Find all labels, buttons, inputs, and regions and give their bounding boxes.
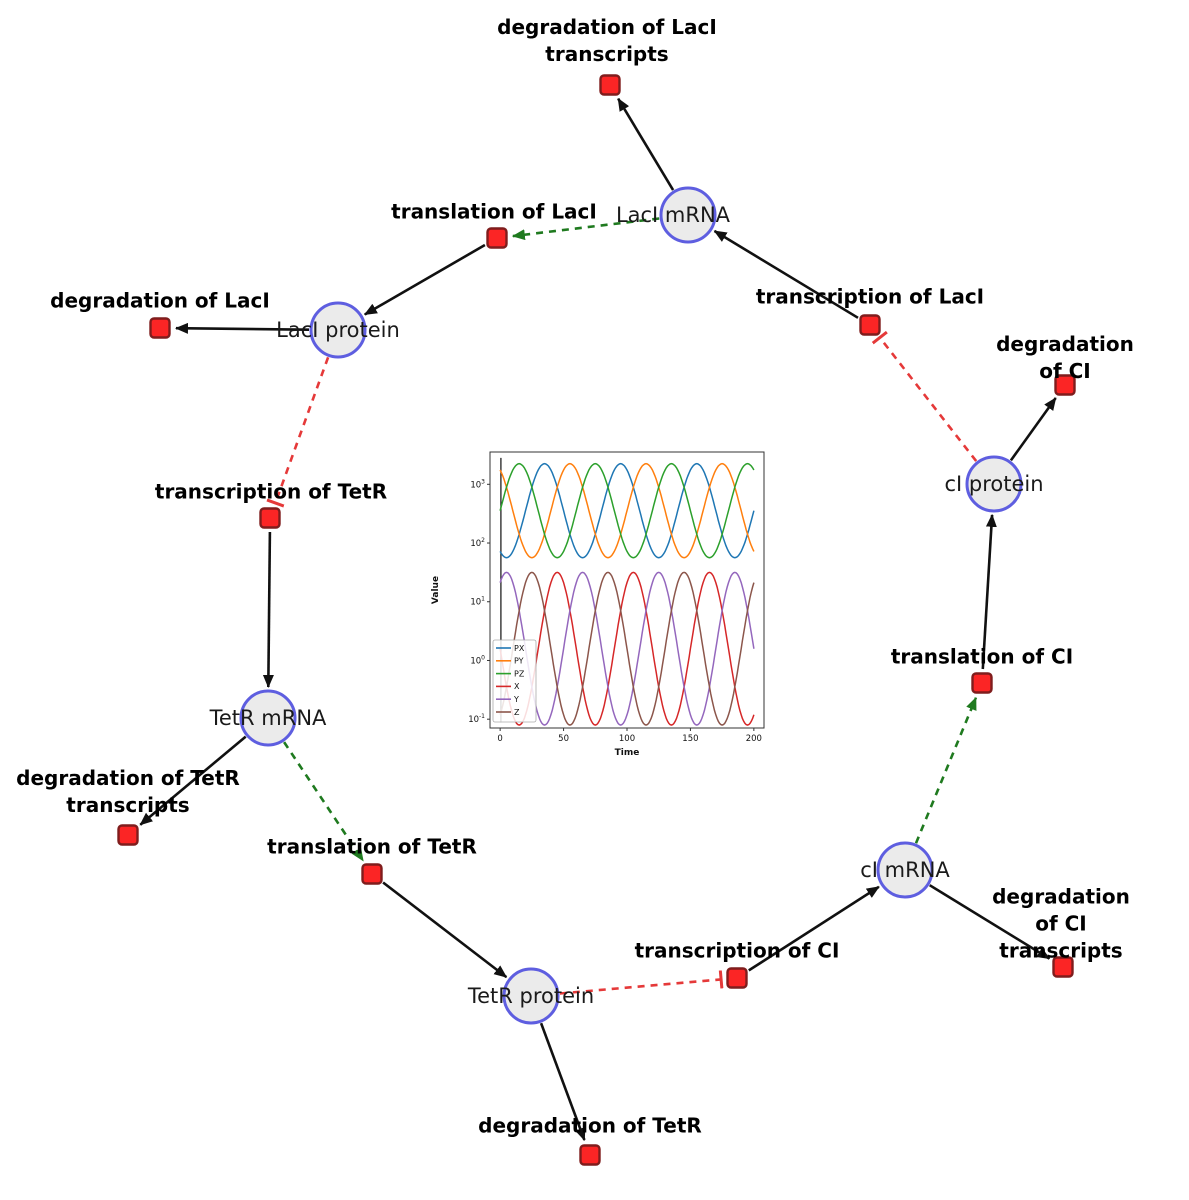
reaction-node-transcription-tetr [259,507,281,529]
x-tick-label: 100 [619,734,635,744]
edge-modifier-ci-mrna-to-translation-ci [914,696,978,844]
y-tick-label: 100 [470,654,485,666]
edge-production-transcription-tetr-to-tetr-mrna [262,531,274,688]
chart-x-axis-label: Time [615,748,640,758]
reaction-node-deg-tetr [579,1144,601,1166]
edge-modifier-laci-mrna-to-translation-laci [511,217,660,241]
series-X [499,571,755,726]
series-PZ [499,462,755,559]
chart-legend: PX PY PZ XYZ [492,639,537,723]
edge-consumption-ci-mrna-to-deg-ci-transcripts [929,884,1051,960]
reaction-node-translation-ci [971,672,993,694]
series-Z [499,571,755,726]
x-tick-label: 200 [746,734,762,744]
edge-consumption-ci-protein-to-deg-ci [1009,397,1057,462]
x-tick-label: 150 [682,734,698,744]
reaction-node-transcription-ci [726,967,748,989]
species-node-tetr-mrna [239,689,297,747]
reaction-node-deg-ci [1054,374,1076,396]
edge-production-translation-ci-to-ci-protein [981,513,997,670]
reaction-node-translation-tetr [361,863,383,885]
series-Y [499,571,755,726]
edge-inhibition-laci-protein-to-transcription-tetr [266,356,330,508]
node-layer [117,74,1076,1166]
x-tick-label: 50 [558,734,569,744]
legend-label-PZ: PZ [514,669,525,678]
series-PX [499,462,755,559]
series-PY [499,462,755,559]
species-node-ci-mrna [876,841,934,899]
y-tick-label: 103 [470,478,485,490]
y-tick-label: 101 [470,596,485,608]
edge-inhibition-ci-protein-to-transcription-laci [871,330,978,462]
edge-consumption-laci-mrna-to-deg-laci-transcripts [617,97,675,191]
timecourse-plot: 0 50 100 150 200 10-1 100 101 102 103 PX PY PZ XYZ T… [431,451,765,758]
legend-label-PX: PX [514,644,525,653]
reaction-node-deg-laci-transcripts [599,74,621,96]
species-node-ci-protein [965,455,1023,513]
edge-production-translation-laci-to-laci-protein [363,243,486,316]
edge-modifier-tetr-mrna-to-translation-tetr [283,741,365,862]
legend-label-X: X [514,682,520,691]
reaction-node-deg-laci [149,317,171,339]
legend-label-Z: Z [514,708,520,717]
legend-label-PY: PY [514,657,524,666]
edge-consumption-tetr-mrna-to-deg-tetr-transcripts [139,735,247,826]
reaction-node-transcription-laci [859,314,881,336]
edge-inhibition-tetr-protein-to-transcription-ci [559,970,724,995]
reaction-node-deg-ci-transcripts [1052,956,1074,978]
edge-production-transcription-laci-to-laci-mrna [713,229,859,319]
x-tick-label: 0 [497,734,502,744]
edge-consumption-tetr-protein-to-deg-tetr [539,1022,586,1141]
y-tick-label: 10-1 [468,713,485,725]
species-node-laci-protein [309,301,367,359]
edge-layer [139,97,1057,1141]
reaction-node-translation-laci [486,227,508,249]
chart-y-axis-label: Value [431,576,441,604]
reaction-node-deg-tetr-transcripts [117,824,139,846]
species-node-tetr-protein [502,967,560,1025]
species-node-laci-mrna [659,186,717,244]
chart-curves [499,457,755,726]
y-tick-label: 102 [470,537,485,549]
edge-production-transcription-ci-to-ci-mrna [748,885,880,972]
legend-label-Y: Y [513,695,519,704]
edge-consumption-laci-protein-to-deg-laci [175,322,310,334]
edge-production-translation-tetr-to-tetr-protein [382,881,508,979]
